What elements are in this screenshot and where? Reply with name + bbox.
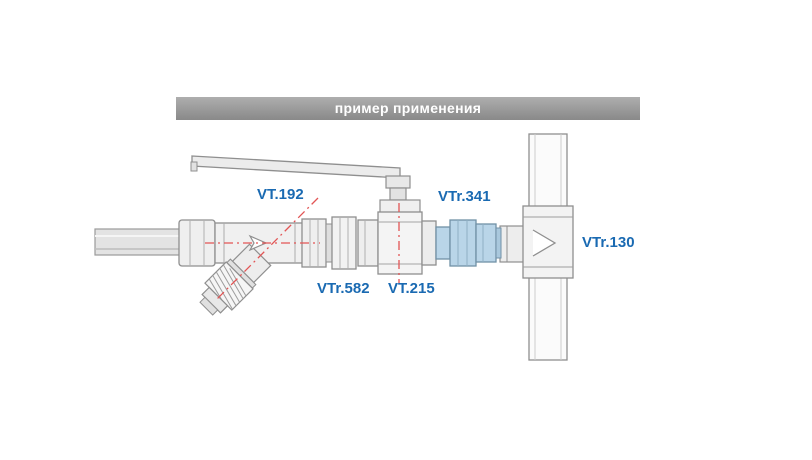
compression-fitting: [301, 216, 357, 270]
label-vt192: VT.192: [257, 186, 304, 203]
label-vtr582: VTr.582: [317, 280, 370, 297]
label-vtr130: VTr.130: [582, 234, 635, 251]
figure-title-banner: пример применения: [176, 97, 640, 120]
tee-fitting: [499, 205, 574, 279]
union-fitting: [435, 219, 502, 267]
label-vtr341: VTr.341: [438, 188, 491, 205]
valve-handle: [191, 155, 401, 179]
inlet-pipe: [94, 228, 182, 256]
inlet-hex-nut: [178, 219, 216, 267]
centerlines: [205, 197, 400, 301]
label-vt215: VT.215: [388, 280, 435, 297]
